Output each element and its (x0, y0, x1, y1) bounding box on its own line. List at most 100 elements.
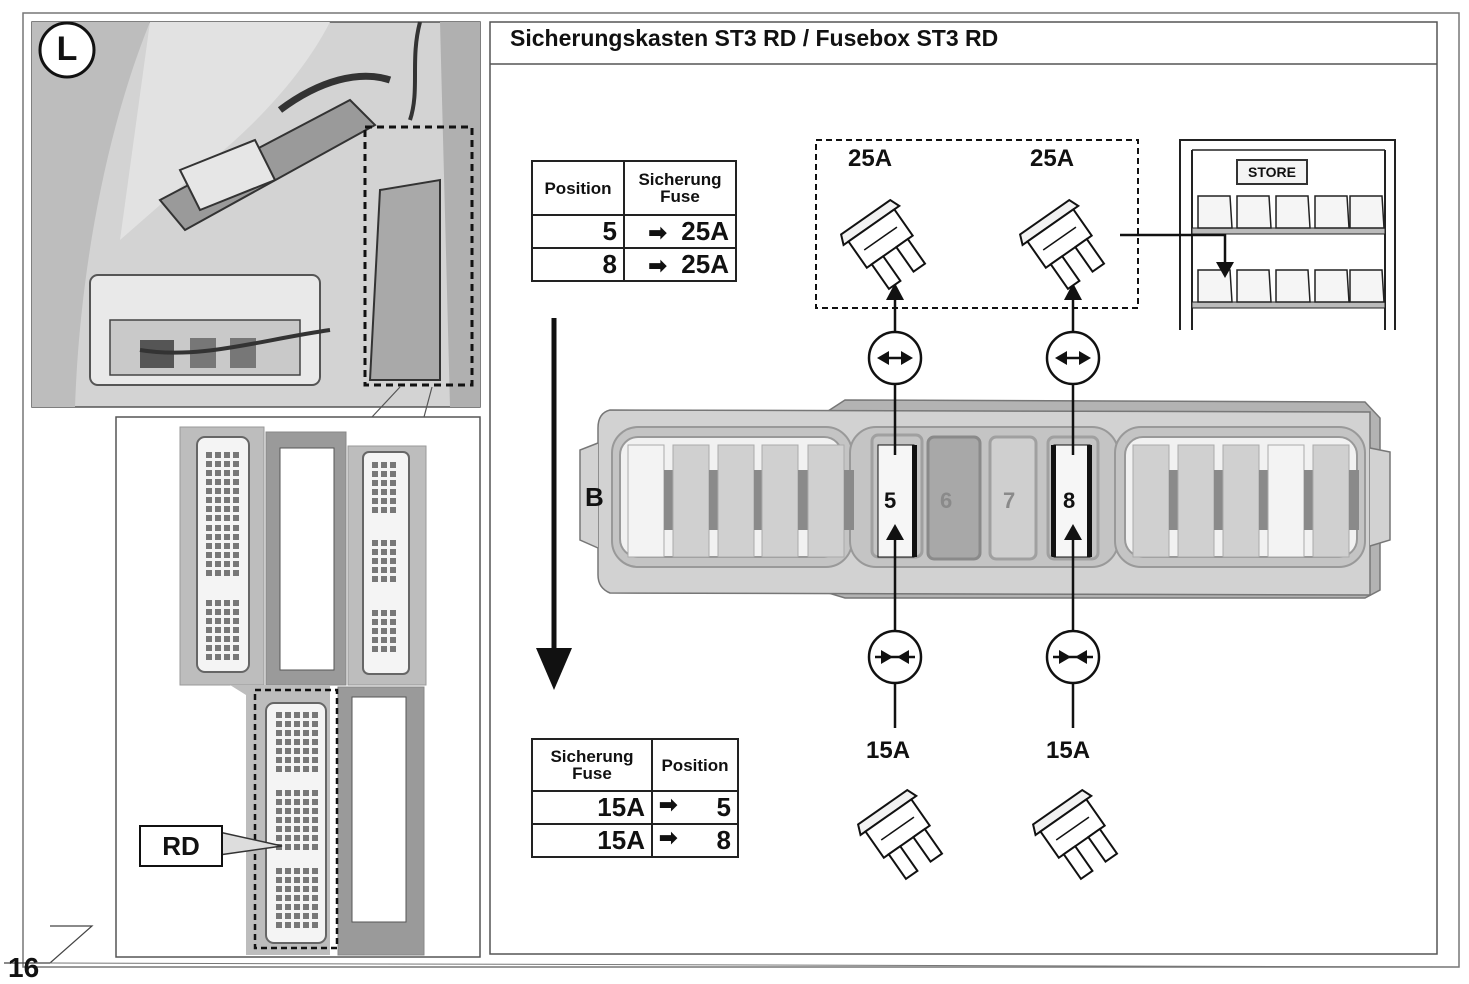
connector-pin (294, 748, 300, 754)
fuse-top (839, 198, 902, 247)
connector-pin (381, 498, 387, 504)
inserted-fuse-1-icon (856, 788, 944, 881)
store-cabinet (1179, 139, 1396, 330)
fuse-blade (1086, 827, 1119, 864)
connector-pin (206, 470, 212, 476)
connector-pin (285, 922, 291, 928)
inserted-fuse-2-label: 15A (1046, 737, 1091, 764)
connector-pin (224, 654, 230, 660)
connector-pin (381, 558, 387, 564)
slot-5-edge (912, 445, 917, 557)
connector-pin (312, 877, 318, 883)
connector-pin (276, 721, 282, 727)
connector-pin (294, 835, 300, 841)
connector-pin (390, 576, 396, 582)
connector-pin (233, 515, 239, 521)
connector-pin (224, 552, 230, 558)
connector-pin (215, 534, 221, 540)
detail-area-marker (363, 125, 474, 387)
connector-pin (206, 515, 212, 521)
connector-pin (224, 525, 230, 531)
connector-pin (285, 826, 291, 832)
connector-pin (215, 600, 221, 606)
connector-pin (390, 540, 396, 546)
connector-pin (294, 799, 300, 805)
page-corner-tab (4, 925, 94, 964)
connector-pin (233, 645, 239, 651)
connector-pin (215, 570, 221, 576)
connector-pin (390, 637, 396, 643)
connector-pin (285, 886, 291, 892)
connector-pin (372, 489, 378, 495)
fuse-slot-gap (709, 470, 719, 530)
connector-pin (276, 904, 282, 910)
connector-pin (294, 868, 300, 874)
connector-pin (215, 479, 221, 485)
connector-pin (372, 637, 378, 643)
location-badge-label: L (56, 30, 78, 68)
fuse-slot (1177, 444, 1215, 558)
bottom-rule (49, 962, 1460, 968)
pull-apart-icon-head (1055, 351, 1067, 365)
connector-pin (276, 835, 282, 841)
connector-pin (224, 488, 230, 494)
connector-pin (206, 497, 212, 503)
connector-pin (294, 826, 300, 832)
connector-pin (276, 790, 282, 796)
connector-pin (285, 730, 291, 736)
arrow-right-icon: ➡ (648, 220, 667, 245)
connector-pin (224, 618, 230, 624)
connector-pin (285, 766, 291, 772)
connector-pin (390, 558, 396, 564)
connector-pin (215, 645, 221, 651)
connector-pin (390, 610, 396, 616)
connector-pin (285, 877, 291, 883)
connector-pin (215, 609, 221, 615)
vehicle-photo-panel (31, 21, 481, 408)
connector-pin (276, 877, 282, 883)
connector-pin (276, 817, 282, 823)
connector-pin (312, 712, 318, 718)
connector-pin (224, 561, 230, 567)
connector-pin (285, 817, 291, 823)
slot-8-edge-right (1087, 445, 1092, 557)
connector-pin (294, 766, 300, 772)
connector-pin (372, 610, 378, 616)
connector-pin (294, 790, 300, 796)
fuse-detail (1055, 816, 1090, 841)
connector-pin (215, 654, 221, 660)
connector-pin (390, 507, 396, 513)
slot-8-label: 8 (1063, 488, 1076, 513)
slot-7-label: 7 (1003, 488, 1016, 513)
connector-pin (312, 895, 318, 901)
connector-pin (215, 497, 221, 503)
connector-pin (224, 543, 230, 549)
connector-pin (303, 826, 309, 832)
connector-pin (372, 507, 378, 513)
fuse-slot (627, 444, 665, 558)
connector-pin (215, 525, 221, 531)
connector-pin (276, 748, 282, 754)
connector-pin (206, 600, 212, 606)
connector-pin (303, 721, 309, 727)
insertion-table-header-position: Position (651, 738, 739, 792)
store-bin (1236, 195, 1272, 229)
insertion-table-header-fuse: Sicherung Fuse (531, 738, 653, 792)
slot-6-fuse (926, 435, 982, 561)
slot-5-label: 5 (884, 488, 897, 513)
connector-pin (294, 817, 300, 823)
callout-lines (371, 386, 433, 418)
connector-pin (372, 498, 378, 504)
store-bin (1236, 269, 1272, 303)
connector-pin (215, 461, 221, 467)
connector-pin (390, 619, 396, 625)
connector-pin (303, 739, 309, 745)
store-arrowhead (1216, 262, 1234, 278)
connector-pin (285, 712, 291, 718)
connector-pin (312, 844, 318, 850)
insertion-row-1-position: 5 (716, 792, 731, 822)
connector-pin (233, 654, 239, 660)
connector-pin (233, 570, 239, 576)
push-together-icon-head (1075, 650, 1087, 664)
connector-pin (381, 576, 387, 582)
